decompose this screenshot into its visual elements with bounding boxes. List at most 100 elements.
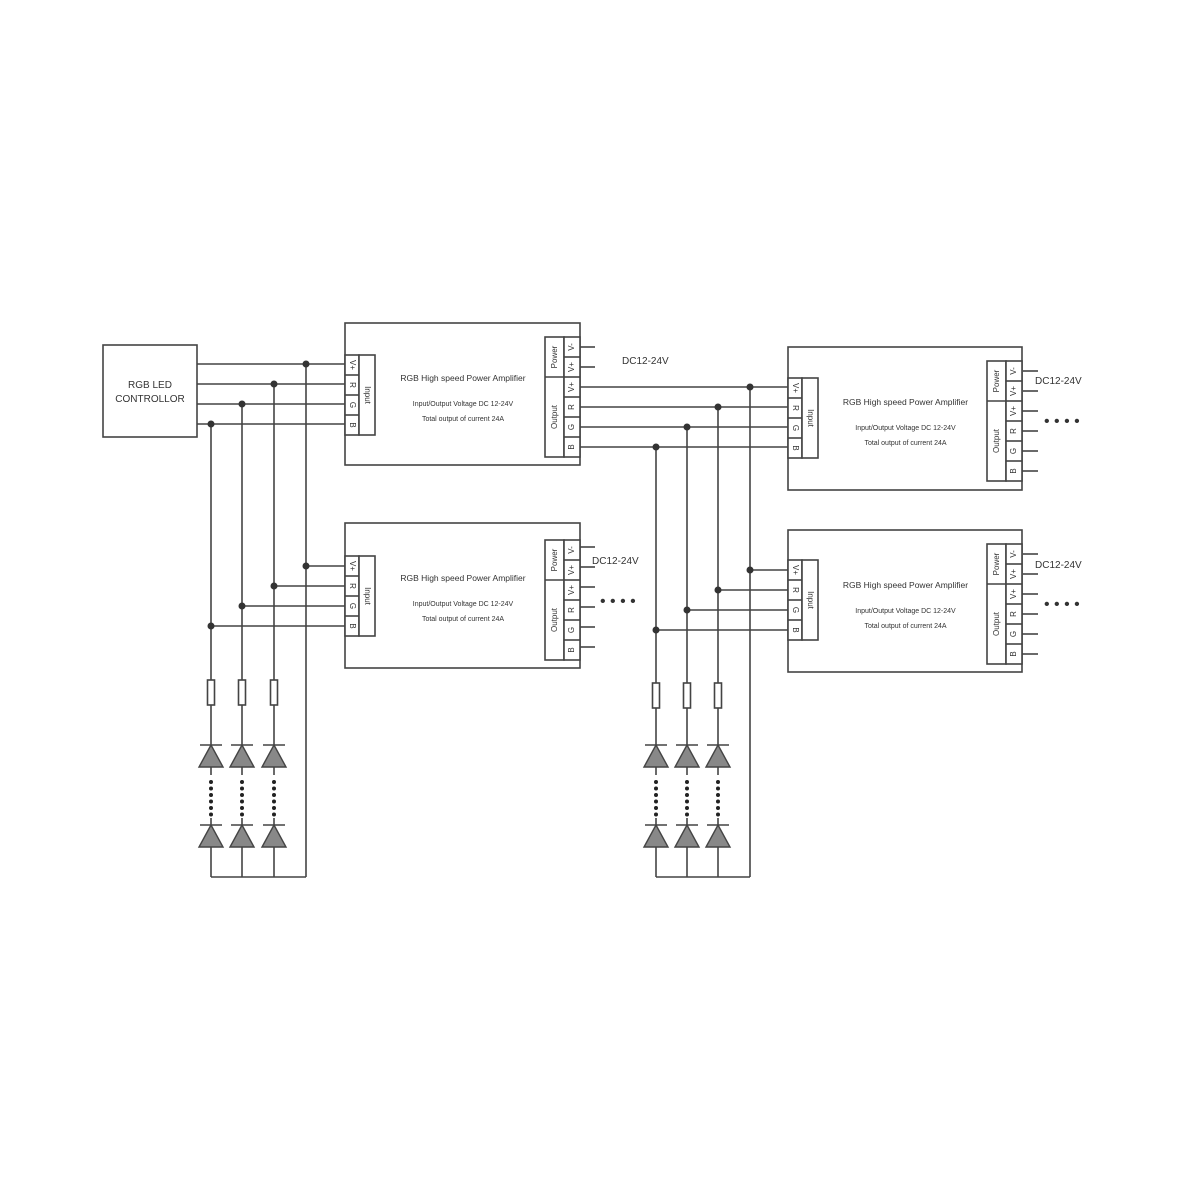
junction-dot — [207, 622, 215, 630]
input-label: Input — [806, 409, 815, 428]
led-diode-icon — [197, 743, 225, 768]
continuation-dot — [209, 793, 213, 797]
continuation-dot — [654, 799, 658, 804]
led-diode-icon — [642, 743, 670, 768]
input-label: Input — [363, 587, 372, 606]
output-pin-label: B — [567, 444, 576, 449]
amplifier-voltage: Input/Output Voltage DC 12-24V — [855, 425, 956, 432]
continuation-dot — [240, 799, 244, 804]
amplifier-current: Total output of current 24A — [864, 623, 946, 630]
output-pin-label: V- — [1009, 550, 1018, 558]
input-pin-label: V+ — [348, 561, 357, 571]
output-label: Output — [992, 611, 1001, 636]
continuation-dot — [272, 806, 276, 810]
output-label: Output — [550, 607, 559, 632]
power-supply-label-amp1: DC12-24V — [622, 356, 669, 367]
input-label: Input — [363, 386, 372, 405]
led-diode-icon — [704, 823, 732, 848]
input-pin-label: R — [791, 405, 800, 411]
continuation-dot — [272, 799, 276, 804]
continuation-dot — [685, 806, 689, 810]
continuation-dot — [654, 812, 658, 817]
led-diode-icon — [228, 743, 256, 768]
power-label: Power — [992, 369, 1001, 392]
continuation-dot — [716, 812, 720, 817]
continuation-dots: • • • • — [1044, 596, 1080, 613]
led-string — [260, 679, 288, 877]
led-diode-icon — [704, 743, 732, 768]
continuation-dot — [685, 799, 689, 804]
output-pin-label: V+ — [567, 382, 576, 392]
input-pin-label: G — [348, 603, 357, 609]
output-pin-label: B — [567, 647, 576, 652]
input-pin-label: B — [348, 422, 357, 427]
resistor-icon — [651, 682, 661, 709]
junction-dot — [270, 582, 278, 590]
output-pin-label: V- — [567, 546, 576, 554]
output-label: Output — [550, 404, 559, 429]
junction-dot — [652, 443, 660, 451]
junction-dot — [207, 420, 215, 428]
amplifier-box — [787, 346, 1023, 491]
input-label: Input — [806, 591, 815, 610]
continuation-dot — [685, 793, 689, 797]
input-pin-label: R — [791, 587, 800, 593]
output-pin-label: V+ — [567, 585, 576, 595]
continuation-dot — [654, 806, 658, 810]
output-pin-label: G — [567, 627, 576, 633]
led-string — [673, 682, 701, 877]
amplifier-current: Total output of current 24A — [422, 616, 504, 623]
rgb-led-controller — [102, 344, 198, 438]
junction-dot — [302, 360, 310, 368]
output-pin-label: V+ — [1009, 569, 1018, 579]
output-pin-label: R — [567, 404, 576, 410]
led-diode-icon — [260, 743, 288, 768]
output-pin-label: G — [1009, 631, 1018, 637]
output-pin-label: V- — [1009, 367, 1018, 375]
amplifier-voltage: Input/Output Voltage DC 12-24V — [855, 608, 956, 615]
continuation-dot — [209, 799, 213, 804]
junction-dot — [238, 400, 246, 408]
input-pin-label: V+ — [348, 360, 357, 370]
junction-dot — [683, 606, 691, 614]
continuation-dot — [685, 786, 689, 791]
input-pin-label: V+ — [791, 383, 800, 393]
continuation-dot — [240, 780, 244, 784]
junction-dot — [683, 423, 691, 431]
junction-dot — [746, 383, 754, 391]
input-pin-label: G — [791, 425, 800, 431]
led-diode-icon — [642, 823, 670, 848]
amplifier-title: RGB High speed Power Amplifier — [843, 580, 968, 590]
amplifier-box — [344, 522, 581, 669]
continuation-dot — [209, 786, 213, 791]
amplifier-current: Total output of current 24A — [864, 440, 946, 447]
continuation-dot — [272, 793, 276, 797]
output-pin-label: R — [567, 607, 576, 613]
continuation-dot — [654, 780, 658, 784]
output-pin-label: V+ — [1009, 589, 1018, 599]
output-pin-label: R — [1009, 428, 1018, 434]
output-pin-label: V+ — [567, 565, 576, 575]
output-pin-label: B — [1009, 468, 1018, 473]
input-pin-label: B — [791, 445, 800, 450]
continuation-dot — [209, 806, 213, 810]
continuation-dots: • • • • — [1044, 413, 1080, 430]
input-pin-label: B — [791, 627, 800, 632]
continuation-dot — [240, 793, 244, 797]
output-pin-label: V+ — [1009, 406, 1018, 416]
amplifier-voltage: Input/Output Voltage DC 12-24V — [413, 401, 514, 408]
output-pin-label: R — [1009, 611, 1018, 617]
output-pin-label: G — [567, 424, 576, 430]
amplifier-title: RGB High speed Power Amplifier — [400, 573, 525, 583]
led-diode-icon — [197, 823, 225, 848]
continuation-dot — [654, 793, 658, 797]
controller-box — [102, 344, 198, 438]
continuation-dot — [716, 799, 720, 804]
led-diode-icon — [673, 823, 701, 848]
input-pin-label: G — [791, 607, 800, 613]
controller-label-line2: CONTROLLOR — [115, 394, 184, 405]
